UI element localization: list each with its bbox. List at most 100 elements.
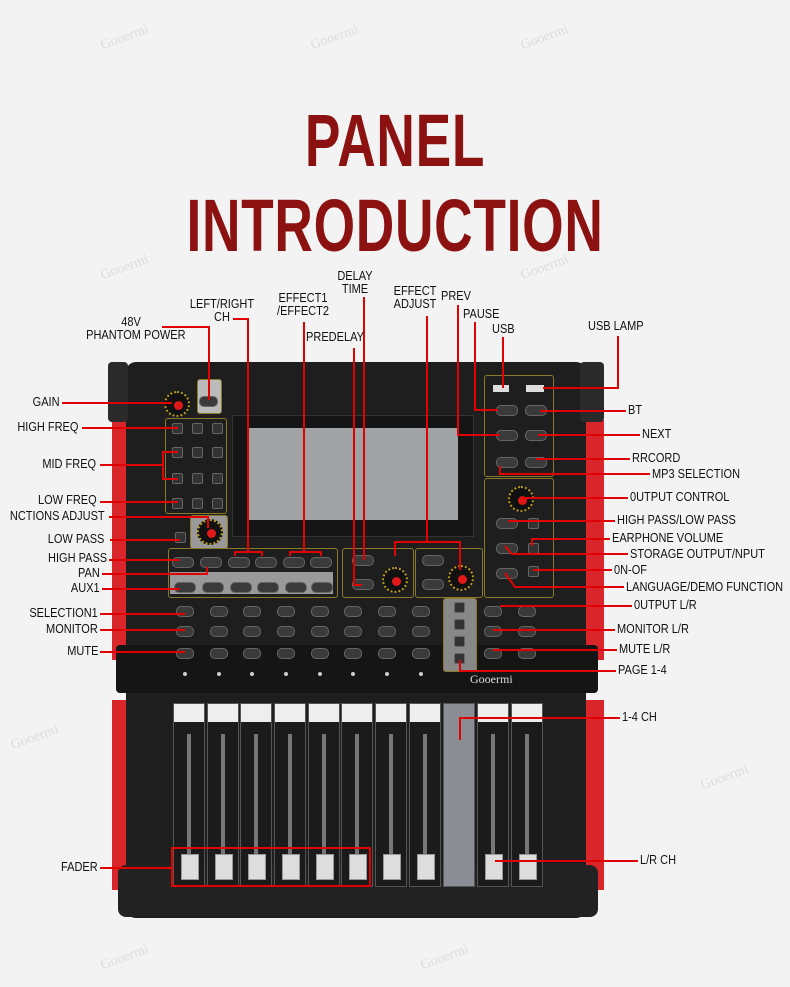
- effect-panel-2: [415, 548, 483, 598]
- high-low-pass-button[interactable]: [496, 518, 518, 529]
- channel-button[interactable]: [344, 606, 362, 617]
- channel-label-area: [174, 704, 204, 722]
- record-button[interactable]: [525, 457, 547, 468]
- channel-button[interactable]: [412, 626, 430, 637]
- channel-button[interactable]: [311, 606, 329, 617]
- eq-button[interactable]: [212, 473, 223, 484]
- channel-button[interactable]: [311, 648, 329, 659]
- fader-track: [221, 734, 225, 854]
- on-off-button[interactable]: [528, 566, 539, 577]
- usb-port[interactable]: [493, 385, 509, 392]
- fader-strip: [308, 703, 340, 887]
- eq-button[interactable]: [192, 423, 203, 434]
- channel-button[interactable]: [176, 648, 194, 659]
- channel-button[interactable]: [518, 648, 536, 659]
- channel-button[interactable]: [176, 606, 194, 617]
- page-button[interactable]: [454, 602, 465, 613]
- effect-panel-1: [342, 548, 414, 598]
- channel-button[interactable]: [311, 626, 329, 637]
- label-fader: FADER: [61, 860, 98, 874]
- fader-knob[interactable]: [383, 854, 401, 880]
- fader-knob[interactable]: [417, 854, 435, 880]
- channel-button[interactable]: [210, 626, 228, 637]
- channel-button[interactable]: [484, 648, 502, 659]
- aux-button[interactable]: [174, 582, 196, 593]
- brand-logo: Gooermi: [470, 672, 513, 686]
- channel-button[interactable]: [484, 626, 502, 637]
- eq-button[interactable]: [192, 447, 203, 458]
- aux-button[interactable]: [311, 582, 333, 593]
- language-button[interactable]: [496, 568, 518, 579]
- channel-label-area: [309, 704, 339, 722]
- channel-button[interactable]: [484, 606, 502, 617]
- effect-button[interactable]: [422, 555, 444, 566]
- channel-button[interactable]: [344, 648, 362, 659]
- fader-knob[interactable]: [282, 854, 300, 880]
- label-functions-adjust: NCTIONS ADJUST: [10, 509, 105, 523]
- red-side-left-lower: [112, 700, 130, 890]
- label-effect12: EFFECT1/EFFECT2: [272, 292, 334, 318]
- label-monitor-lr: MONITOR L/R: [617, 622, 689, 636]
- channel-button[interactable]: [277, 626, 295, 637]
- low-pass-button[interactable]: [175, 532, 186, 543]
- fader-knob[interactable]: [349, 854, 367, 880]
- channel-button[interactable]: [412, 606, 430, 617]
- fader-knob[interactable]: [248, 854, 266, 880]
- effect2-button[interactable]: [310, 557, 332, 568]
- eq-button[interactable]: [212, 447, 223, 458]
- channel-button[interactable]: [243, 648, 261, 659]
- eq-button[interactable]: [212, 498, 223, 509]
- control-button[interactable]: [528, 518, 539, 529]
- function-knob[interactable]: [197, 519, 223, 545]
- channel-button[interactable]: [210, 606, 228, 617]
- channel-button[interactable]: [378, 648, 396, 659]
- fader-knob[interactable]: [316, 854, 334, 880]
- label-hp-lp: HIGH PASS/LOW PASS: [617, 513, 736, 527]
- red-side-right-lower: [586, 700, 604, 890]
- effect-knob[interactable]: [382, 567, 408, 593]
- channel-label-area: [241, 704, 271, 722]
- channel-button[interactable]: [243, 606, 261, 617]
- label-line: 48V: [121, 315, 141, 329]
- channel-button[interactable]: [378, 626, 396, 637]
- channel-button[interactable]: [243, 626, 261, 637]
- channel-button[interactable]: [344, 626, 362, 637]
- aux-button[interactable]: [285, 582, 307, 593]
- page-button[interactable]: [454, 619, 465, 630]
- aux-button[interactable]: [202, 582, 224, 593]
- eq-button[interactable]: [212, 423, 223, 434]
- fader-track: [355, 734, 359, 854]
- channel-button[interactable]: [412, 648, 430, 659]
- usb-lamp-port[interactable]: [526, 385, 544, 392]
- mp3-selection-button[interactable]: [496, 457, 518, 468]
- channel-button[interactable]: [277, 606, 295, 617]
- effect-button[interactable]: [422, 579, 444, 590]
- pan-button[interactable]: [200, 557, 222, 568]
- fader-knob[interactable]: [215, 854, 233, 880]
- channel-label-area: [376, 704, 406, 722]
- page-button[interactable]: [454, 636, 465, 647]
- handle-left: [108, 362, 128, 422]
- predelay-button[interactable]: [352, 579, 374, 590]
- aux-button[interactable]: [257, 582, 279, 593]
- aux-button[interactable]: [230, 582, 252, 593]
- right-button[interactable]: [255, 557, 277, 568]
- channel-button[interactable]: [277, 648, 295, 659]
- label-line: TIME: [341, 282, 369, 296]
- channel-button[interactable]: [176, 626, 194, 637]
- left-button[interactable]: [228, 557, 250, 568]
- label-line: /EFFECT2: [277, 304, 329, 318]
- fader-knob[interactable]: [181, 854, 199, 880]
- label-bt: BT: [628, 403, 643, 417]
- eq-button[interactable]: [172, 498, 183, 509]
- label-pause: PAUSE: [463, 307, 500, 321]
- channel-button[interactable]: [210, 648, 228, 659]
- fader-track: [288, 734, 292, 854]
- high-pass-button[interactable]: [172, 557, 194, 568]
- channel-button[interactable]: [518, 626, 536, 637]
- fader-track: [491, 734, 495, 854]
- effect1-button[interactable]: [283, 557, 305, 568]
- eq-button[interactable]: [192, 473, 203, 484]
- channel-button[interactable]: [378, 606, 396, 617]
- eq-button[interactable]: [192, 498, 203, 509]
